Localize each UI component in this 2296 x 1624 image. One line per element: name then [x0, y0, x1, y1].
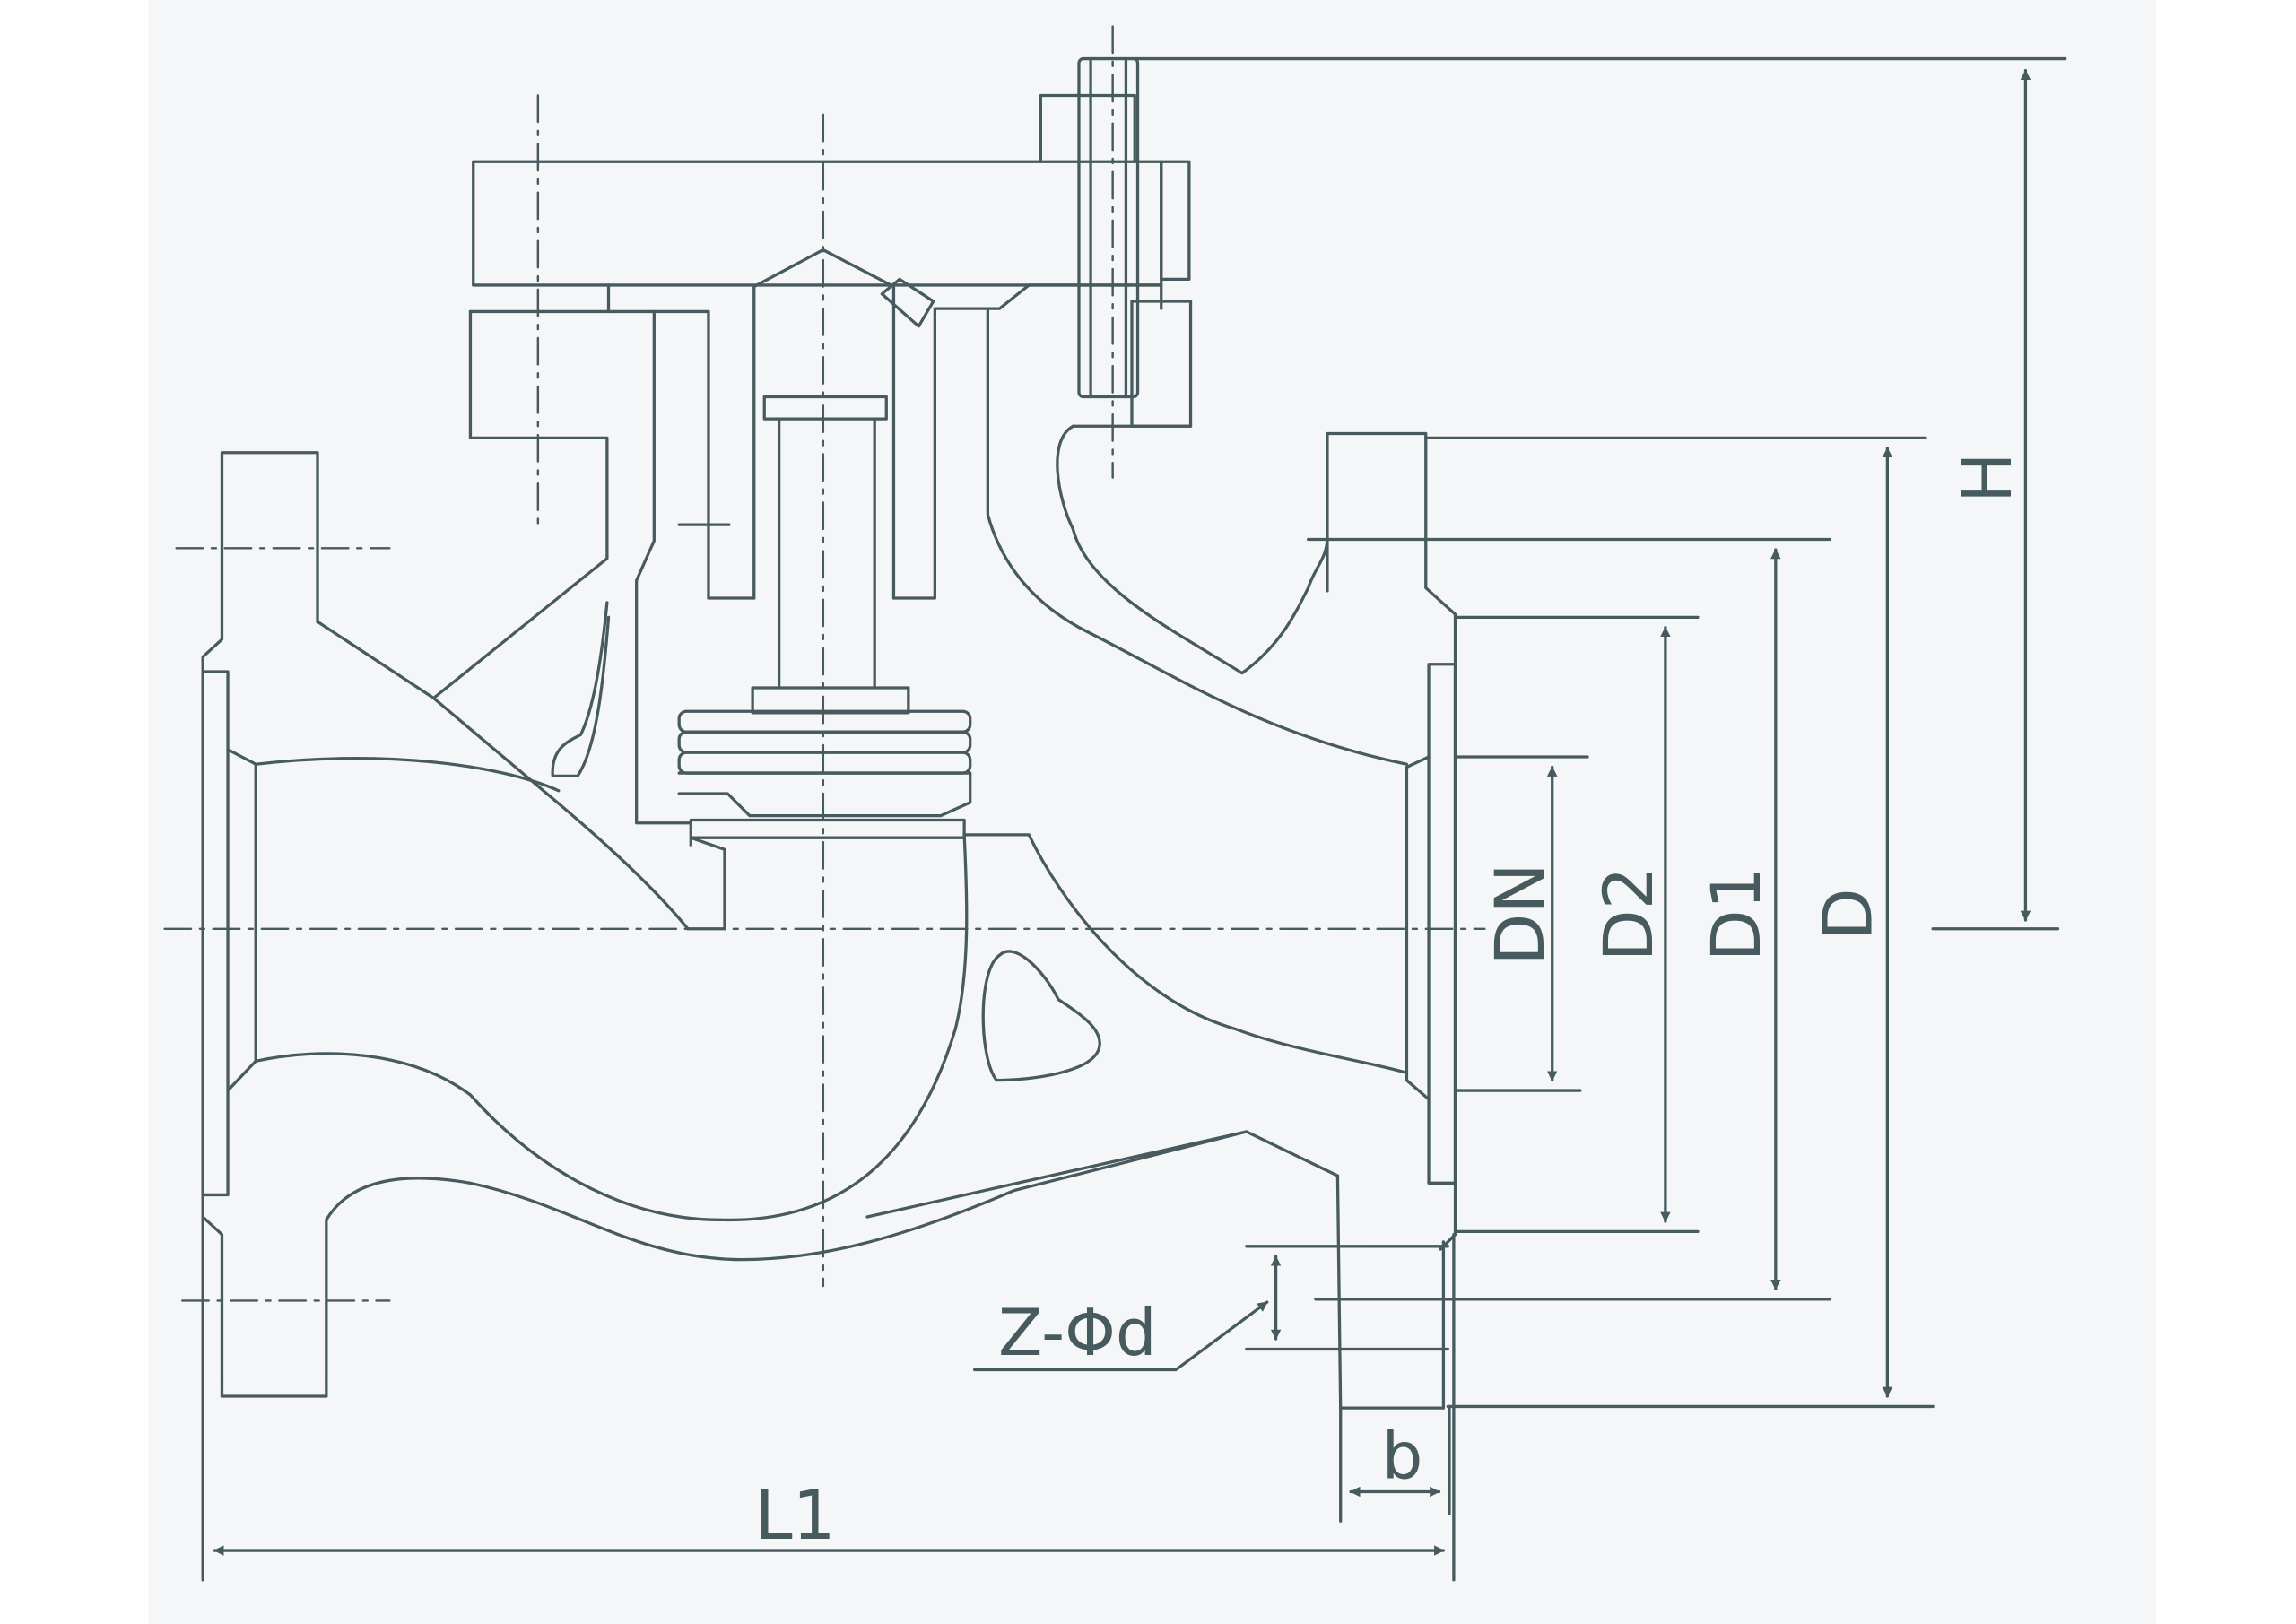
bonnet-left	[431, 283, 756, 825]
valve-body	[254, 620, 1409, 1262]
label-z-phi-d: Z-Φd	[998, 1296, 1157, 1371]
label-H: H	[1948, 452, 2027, 503]
label-L1: L1	[755, 1476, 836, 1555]
label-D: D	[1808, 888, 1887, 940]
dim-DN	[1453, 755, 1589, 1092]
label-D1: D1	[1697, 866, 1776, 961]
diagram-panel	[148, 0, 2157, 1624]
stem	[751, 248, 936, 715]
dimension-labels: H D D1 D2 DN Z-Φd b L1	[755, 452, 2027, 1555]
left-flange	[201, 451, 328, 1398]
dim-D1	[1307, 537, 1832, 1301]
label-DN: DN	[1481, 863, 1560, 965]
disc	[677, 709, 972, 839]
dim-bolt-hole	[972, 1245, 1449, 1372]
right-neck	[986, 307, 1409, 766]
yoke	[472, 56, 1193, 428]
label-D2: D2	[1589, 866, 1668, 961]
label-b: b	[1382, 1420, 1423, 1495]
dim-H	[1133, 56, 2067, 931]
dim-b	[1339, 1406, 1451, 1523]
dim-L1	[201, 1215, 1456, 1582]
dim-D2	[1453, 615, 1700, 1234]
dim-D	[1424, 436, 1935, 1409]
